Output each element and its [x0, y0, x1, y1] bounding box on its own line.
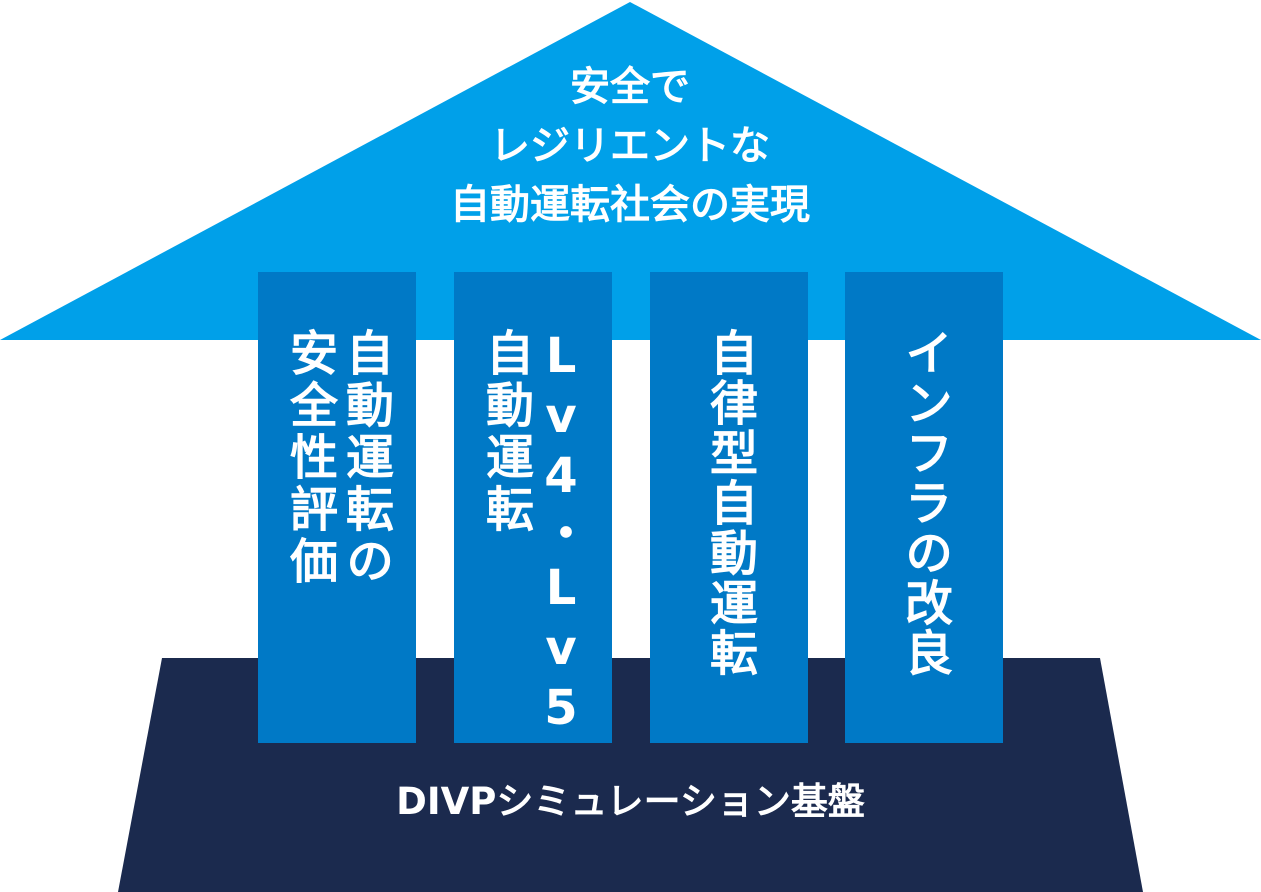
base-label: DIVPシミュレーション基盤: [396, 780, 865, 823]
roof-title-line: レジリエントな: [490, 123, 770, 169]
pillar-infrastructure: [845, 272, 1003, 743]
roof-title-line: 安全で: [570, 64, 690, 110]
roof-title-line: 自動運転社会の実現: [450, 182, 810, 228]
pillar-safety-evaluation: [258, 272, 416, 743]
pillar-autonomous-driving: [650, 272, 808, 743]
roof-triangle: [0, 2, 1261, 340]
pillar-label: 自動運転の 安全性評価: [281, 328, 393, 588]
pillar-label: Lv4・Lv5 自動運転: [477, 328, 589, 740]
pillar-label: インフラの改良: [896, 328, 952, 678]
roof-title: 安全で レジリエントな 自動運転社会の実現: [330, 58, 930, 235]
pillar-lv4-lv5: [454, 272, 612, 743]
pillar-label: 自律型自動運転: [701, 328, 757, 678]
